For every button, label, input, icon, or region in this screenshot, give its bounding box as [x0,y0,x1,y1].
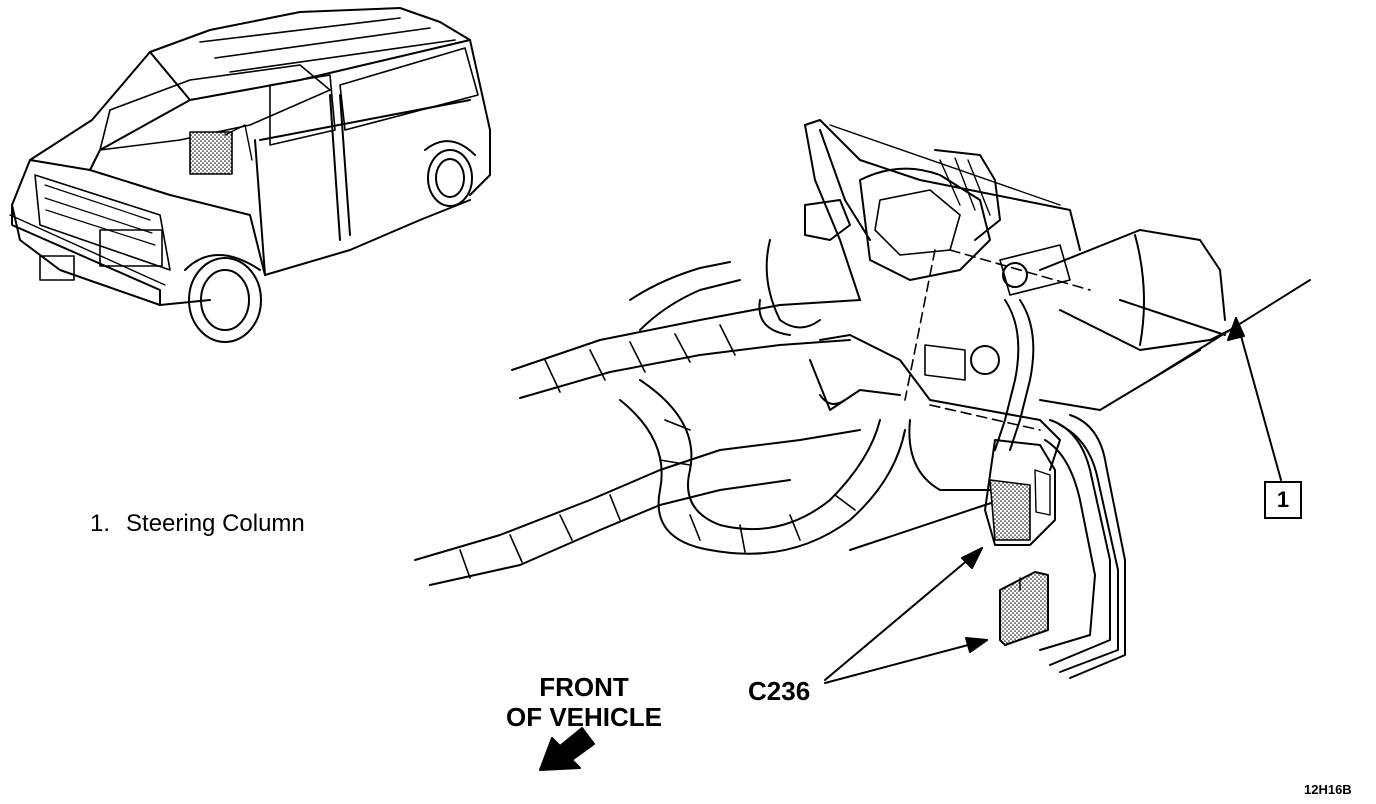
front-line-2: OF VEHICLE [505,702,662,732]
arrow-down-left-icon [539,727,595,771]
figure-code: 12H16B [1304,782,1352,797]
van-illustration [9,7,491,343]
legend-label: Steering Column [126,510,305,537]
callout-lines [824,317,1282,684]
connector-label: C236 [748,676,811,706]
legend: 1. Steering Column [90,510,305,538]
legend-number: 1. [90,510,111,537]
item-callout-box: 1 [1264,481,1302,519]
front-line-1: FRONT [539,672,629,702]
front-of-vehicle-label: FRONT OF VEHICLE [504,672,664,732]
harness-assembly [414,119,1311,679]
